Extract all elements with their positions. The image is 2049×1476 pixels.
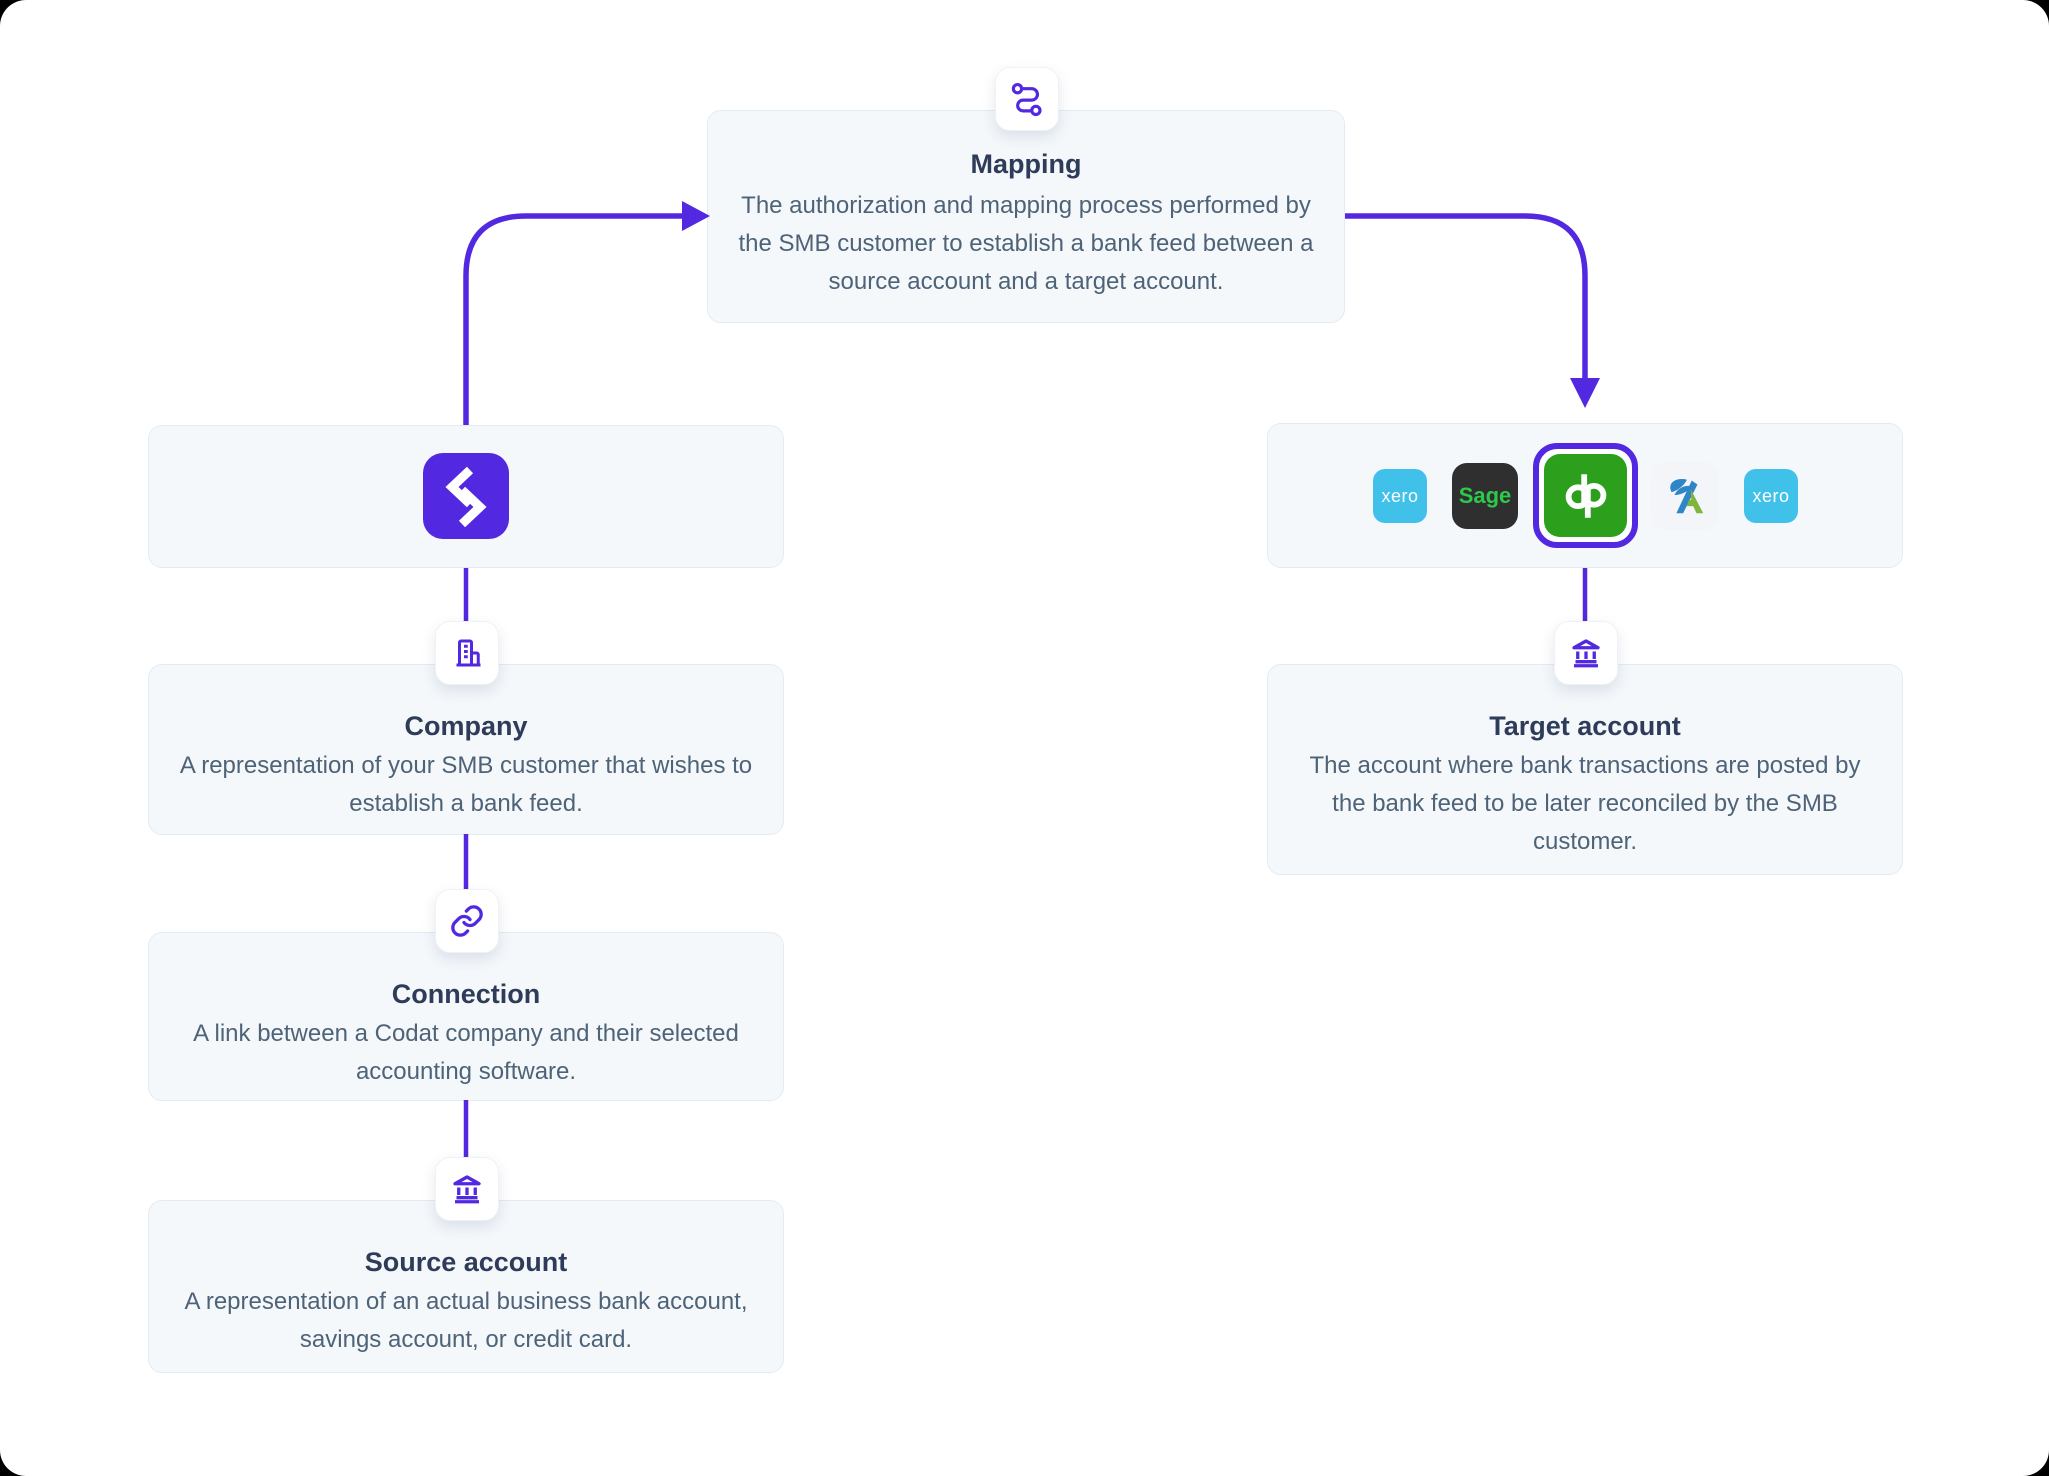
company-description: A representation of your SMB customer th… [179,752,753,817]
connection-description: A link between a Codat company and their… [193,1020,739,1085]
bank-icon [435,1157,499,1221]
source-account-card: Source account A representation of an ac… [148,1200,784,1373]
arrowhead-right [682,201,710,231]
xero-wordmark: xero [1752,485,1790,506]
quickbooks-logo [1544,454,1627,537]
xero-wordmark: xero [1381,485,1419,506]
freeagent-logo [1651,462,1719,530]
source-account-description: A representation of an actual business b… [184,1288,748,1353]
arrowhead-down [1570,378,1600,408]
target-account-card: Target account The account where bank tr… [1267,664,1903,875]
company-card: Company A representation of your SMB cus… [148,664,784,835]
sage-wordmark: Sage [1458,483,1512,508]
company-title: Company [404,711,528,741]
mapping-description: The authorization and mapping process pe… [738,192,1314,295]
xero-logo: xero [1373,469,1427,523]
connection-title: Connection [391,979,541,1009]
arrow-codat-to-mapping [463,213,684,425]
arrow-mapping-to-integrations [1345,213,1588,380]
quickbooks-selected-ring [1533,443,1638,548]
source-account-title: Source account [364,1247,568,1277]
route-icon [995,67,1059,131]
mapping-title: Mapping [970,149,1082,179]
sage-logo: Sage [1452,463,1518,529]
codat-logo [423,453,509,539]
target-account-title: Target account [1489,711,1681,741]
xero-logo-2: xero [1744,469,1798,523]
connection-card: Connection A link between a Codat compan… [148,932,784,1101]
link-icon [435,889,499,953]
bank-icon [1554,621,1618,685]
building-icon [435,621,499,685]
target-account-description: The account where bank transactions are … [1309,752,1861,855]
mapping-card: Mapping The authorization and mapping pr… [707,110,1345,323]
